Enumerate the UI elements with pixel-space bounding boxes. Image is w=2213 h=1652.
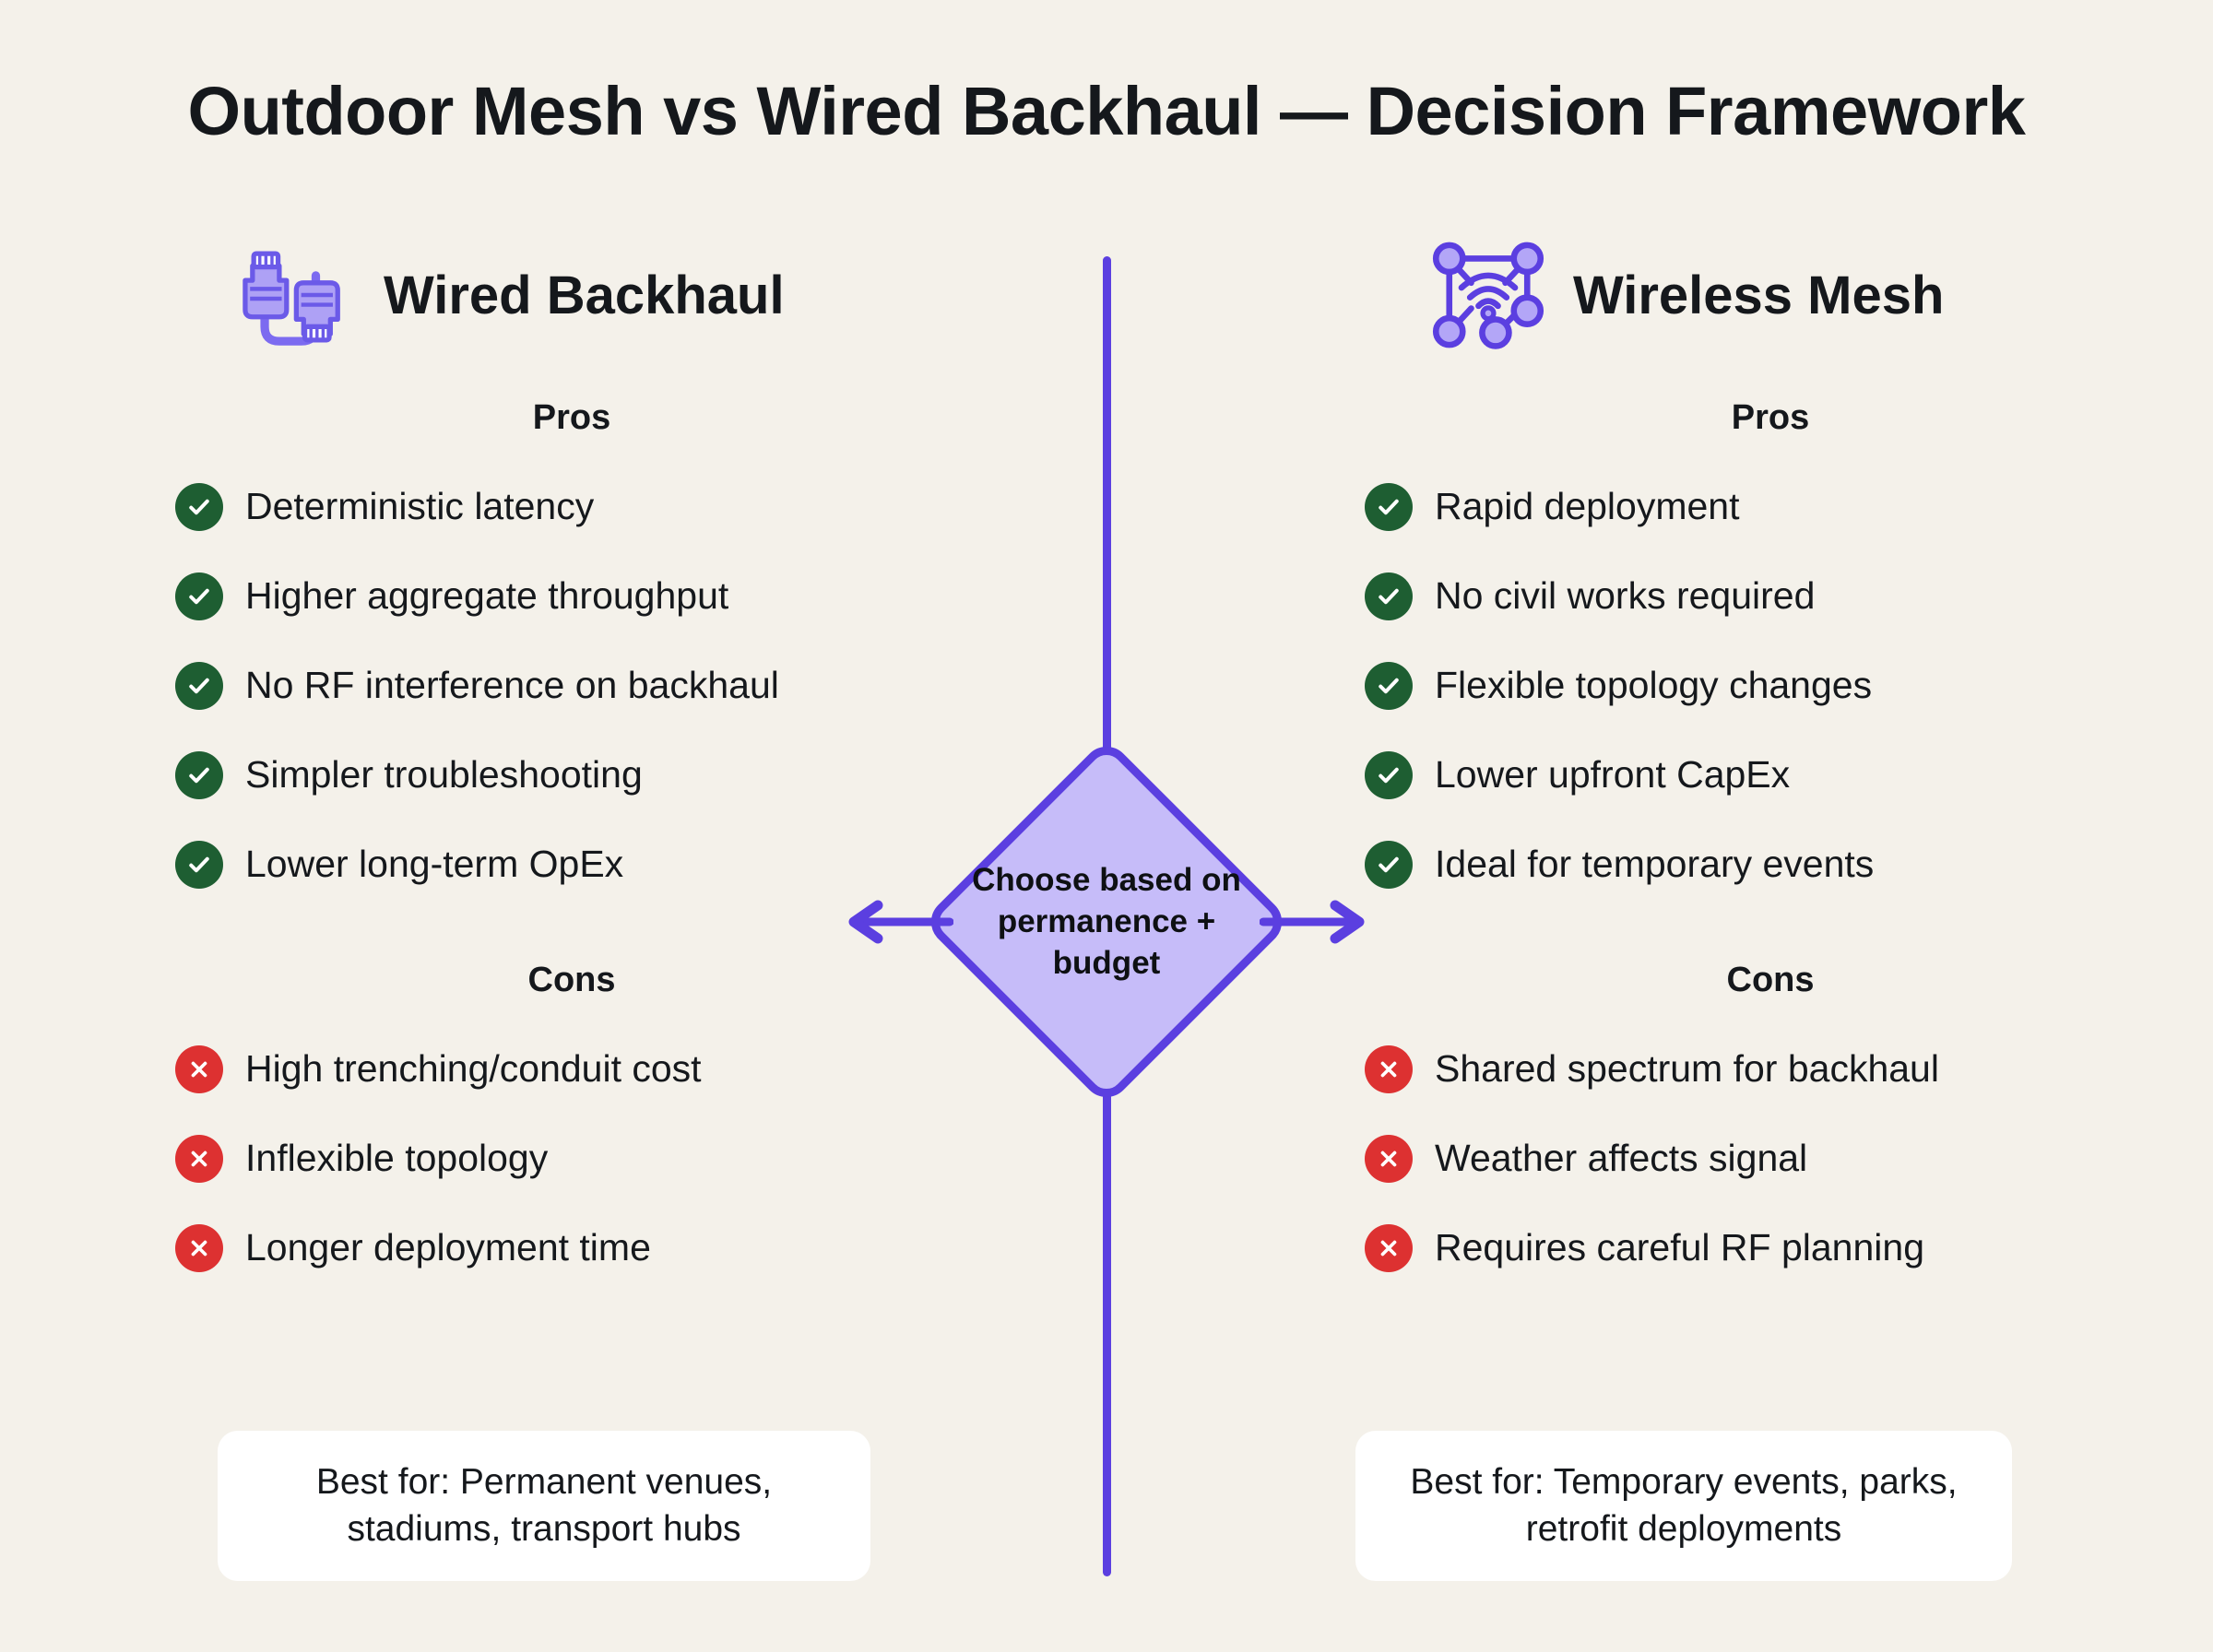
con-text: Weather affects signal	[1435, 1137, 1808, 1179]
best-for-card-wired: Best for: Permanent venues, stadiums, tr…	[218, 1431, 870, 1581]
pro-text: Rapid deployment	[1435, 485, 1740, 527]
decision-label: Choose based on permanence + budget	[972, 861, 1241, 981]
list-item: Rapid deployment	[1365, 462, 2213, 551]
check-icon	[1365, 750, 1413, 799]
cons-block-wired: Cons High trenching/conduit cost Inflexi…	[175, 961, 1171, 1292]
check-icon	[175, 661, 223, 710]
decision-node: Choose based on permanence + budget	[848, 724, 1365, 1120]
column-wired: Wired Backhaul Pros Deterministic latenc…	[175, 230, 1171, 1307]
close-icon	[175, 1044, 223, 1093]
con-text: Requires careful RF planning	[1435, 1226, 1924, 1268]
pro-text: Flexible topology changes	[1435, 664, 1873, 706]
cons-list-mesh: Shared spectrum for backhaul Weather aff…	[1365, 1024, 2213, 1292]
column-title-mesh: Wireless Mesh	[1573, 265, 1945, 325]
list-item: Inflexible topology	[175, 1114, 1171, 1203]
pros-list-mesh: Rapid deployment No civil works required…	[1365, 462, 2213, 909]
cons-label-mesh: Cons	[1726, 961, 1815, 999]
column-title-wired: Wired Backhaul	[384, 265, 785, 325]
con-text: High trenching/conduit cost	[245, 1047, 702, 1090]
cons-label-wired: Cons	[527, 961, 616, 999]
check-icon	[175, 750, 223, 799]
list-item: Lower upfront CapEx	[1365, 730, 2213, 820]
pro-text: Ideal for temporary events	[1435, 843, 1875, 885]
check-icon	[1365, 661, 1413, 710]
check-icon	[175, 840, 223, 889]
pro-text: No RF interference on backhaul	[245, 664, 779, 706]
pro-text: Lower long-term OpEx	[245, 843, 624, 885]
list-item: Deterministic latency	[175, 462, 1171, 551]
pro-text: Deterministic latency	[245, 485, 595, 527]
list-item: High trenching/conduit cost	[175, 1024, 1171, 1114]
pro-text: Lower upfront CapEx	[1435, 753, 1791, 796]
list-item: Lower long-term OpEx	[175, 820, 1171, 909]
arrow-left-icon	[848, 900, 953, 944]
list-item: Flexible topology changes	[1365, 641, 2213, 730]
list-item: Shared spectrum for backhaul	[1365, 1024, 2213, 1114]
pros-label-wired: Pros	[532, 398, 611, 437]
cons-block-mesh: Cons Shared spectrum for backhaul Weathe…	[1365, 961, 2213, 1292]
column-header-mesh: Wireless Mesh	[1365, 230, 2213, 360]
list-item: Requires careful RF planning	[1365, 1203, 2213, 1292]
wireless-mesh-icon	[1427, 234, 1549, 356]
check-icon	[1365, 840, 1413, 889]
pro-text: Simpler troubleshooting	[245, 753, 643, 796]
close-icon	[1365, 1223, 1413, 1272]
column-header-wired: Wired Backhaul	[175, 230, 1171, 360]
column-mesh: Wireless Mesh Pros Rapid deployment No c…	[1365, 230, 2213, 1307]
close-icon	[175, 1223, 223, 1272]
con-text: Shared spectrum for backhaul	[1435, 1047, 1939, 1090]
list-item: Higher aggregate throughput	[175, 551, 1171, 641]
close-icon	[1365, 1134, 1413, 1183]
con-text: Inflexible topology	[245, 1137, 549, 1179]
best-for-card-mesh: Best for: Temporary events, parks, retro…	[1355, 1431, 2012, 1581]
page-title: Outdoor Mesh vs Wired Backhaul — Decisio…	[187, 73, 2026, 149]
arrow-right-icon	[1260, 900, 1365, 944]
pros-label-mesh: Pros	[1731, 398, 1810, 437]
list-item: Longer deployment time	[175, 1203, 1171, 1292]
ethernet-cable-icon	[238, 234, 360, 356]
pro-text: No civil works required	[1435, 574, 1816, 617]
pro-text: Higher aggregate throughput	[245, 574, 729, 617]
list-item: Simpler troubleshooting	[175, 730, 1171, 820]
list-item: Ideal for temporary events	[1365, 820, 2213, 909]
close-icon	[1365, 1044, 1413, 1093]
check-icon	[1365, 482, 1413, 531]
cons-list-wired: High trenching/conduit cost Inflexible t…	[175, 1024, 1171, 1292]
list-item: Weather affects signal	[1365, 1114, 2213, 1203]
check-icon	[1365, 572, 1413, 620]
check-icon	[175, 482, 223, 531]
con-text: Longer deployment time	[245, 1226, 651, 1268]
list-item: No civil works required	[1365, 551, 2213, 641]
list-item: No RF interference on backhaul	[175, 641, 1171, 730]
close-icon	[175, 1134, 223, 1183]
check-icon	[175, 572, 223, 620]
pros-list-wired: Deterministic latency Higher aggregate t…	[175, 462, 1171, 909]
